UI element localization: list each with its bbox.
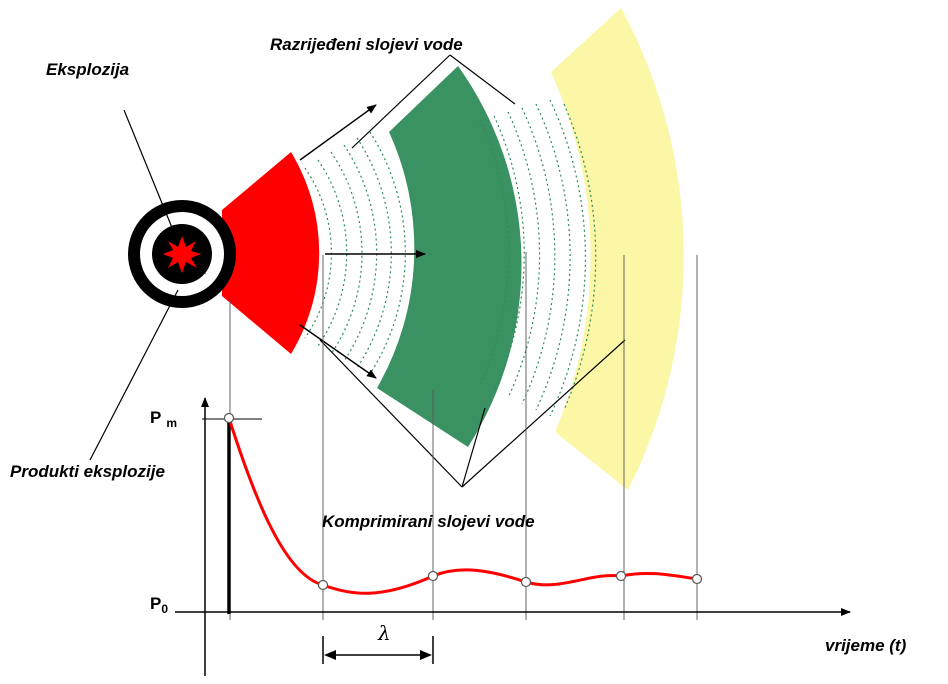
wavelength-label: λ bbox=[378, 621, 391, 645]
outer-wave-band bbox=[551, 8, 684, 490]
p-zero-subscript: 0 bbox=[161, 602, 168, 616]
blast-zone bbox=[222, 152, 319, 354]
compressed-layers-label: Komprimirani slojevi vode bbox=[322, 512, 535, 532]
p-max-subscript: m bbox=[166, 416, 177, 430]
p-zero-label: P0 bbox=[150, 594, 168, 614]
p-max-symbol: P bbox=[150, 408, 161, 427]
rarefied-lines-inner bbox=[305, 132, 405, 374]
explosion-label: Eksplozija bbox=[46, 60, 129, 80]
rarefied-layers-label: Razrijeđeni slojevi vode bbox=[270, 35, 463, 55]
time-axis-label: vrijeme (t) bbox=[825, 636, 906, 656]
p-zero-symbol: P bbox=[150, 594, 161, 613]
compressed-wave-band bbox=[377, 66, 522, 447]
explosion-products-label: Produkti eksplozije bbox=[10, 462, 165, 482]
